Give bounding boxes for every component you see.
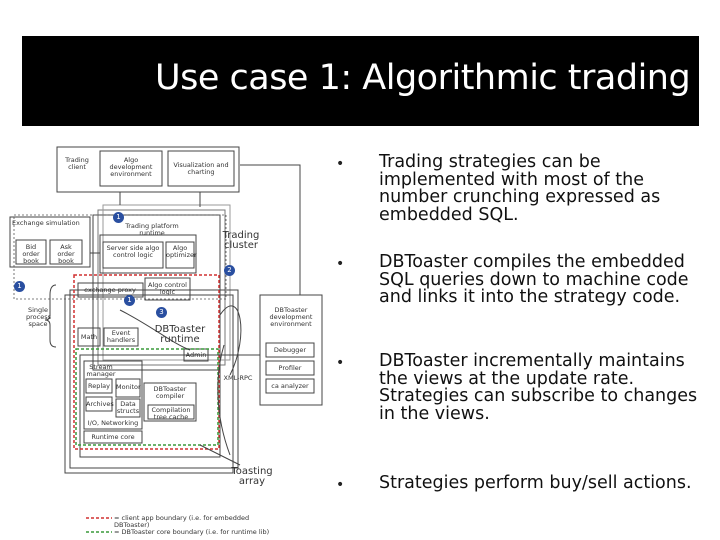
single-process-space-label: Single process space — [26, 306, 51, 328]
marker-2: 2 — [224, 265, 235, 276]
io-networking-label: I/O, Networking — [87, 419, 139, 427]
architecture-diagram: Trading client Algo development environm… — [0, 135, 330, 540]
trading-platform-runtime-label: Trading platform runtime — [125, 222, 179, 237]
bullet-text: Strategies perform buy/sell actions. — [379, 473, 692, 493]
legend-client-label: = client app boundary (i.e. for embedded… — [114, 514, 250, 529]
data-structs-label: Data structs — [116, 400, 140, 415]
toasting-array-label: Toasting array — [231, 466, 273, 487]
legend-dbtoaster-label: = DBToaster core boundary (i.e. for runt… — [114, 528, 270, 536]
algo-dev-label: Algo development environment — [109, 156, 153, 178]
trading-cluster-label: Trading cluster — [222, 230, 260, 251]
dbtoaster-compiler-label: DBToaster compiler — [153, 385, 187, 400]
event-handlers-label: Event handlers — [106, 329, 136, 344]
monitor-label: Monitor — [116, 383, 141, 391]
exchange-proxy-label: exchange proxy — [84, 286, 136, 294]
math-label: Math — [80, 333, 98, 341]
exchange-simulation-label: Exchange simulation — [12, 219, 80, 227]
bullet-text: DBToaster incrementally maintains the vi… — [379, 351, 698, 424]
marker-1: 1 — [14, 281, 25, 292]
xmlrpc-label: XML-RPC — [223, 374, 253, 382]
marker-5: 1 — [113, 212, 124, 223]
dbtoaster-dev-env-label: DBToaster development environment — [269, 306, 313, 328]
dbtoaster-runtime-label: DBToaster runtime — [154, 324, 206, 345]
trading-client-label: Trading client — [65, 156, 89, 171]
algo-control-logic-label: Algo control logic — [148, 281, 187, 296]
admin-label: Admin — [185, 351, 207, 359]
title-bar: Use case 1: Algorithmic trading — [22, 36, 699, 126]
bid-order-book-label: Bid order book — [22, 243, 40, 265]
archives-label: Archives — [86, 400, 114, 408]
slide-title: Use case 1: Algorithmic trading — [155, 58, 691, 98]
bullet-glyph: • — [336, 355, 345, 371]
marker-4: 1 — [124, 295, 135, 306]
stream-manager-label: Stream manager — [86, 363, 116, 378]
server-side-algo-label: Server side algo control logic — [106, 244, 160, 259]
marker-3: 3 — [156, 307, 167, 318]
profiler-label: Profiler — [278, 364, 302, 372]
bullet-text: Trading strategies can be implemented wi… — [379, 152, 661, 225]
replay-label: Replay — [88, 382, 110, 390]
ca-analyzer-label: ca analyzer — [271, 382, 309, 390]
bullet-glyph: • — [336, 156, 345, 172]
compilation-tree-cache-label: Compilation tree cache — [151, 406, 191, 421]
diagram-shapes — [9, 146, 323, 533]
algo-optimizer-label: Algo optimizer — [166, 244, 197, 259]
visualization-label: Visualization and charting — [173, 161, 229, 176]
ask-order-book-label: Ask order book — [57, 243, 75, 265]
bullet-text: DBToaster compiles the embedded SQL quer… — [379, 252, 689, 307]
runtime-core-label: Runtime core — [91, 433, 135, 441]
bullet-glyph: • — [336, 256, 345, 272]
bullet-glyph: • — [336, 477, 345, 493]
debugger-label: Debugger — [273, 346, 307, 354]
